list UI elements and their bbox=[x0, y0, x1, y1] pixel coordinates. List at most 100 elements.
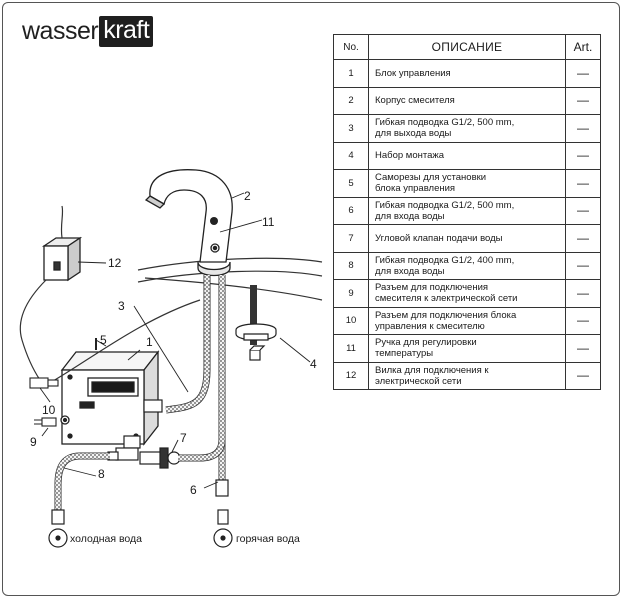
hot-water-label: горячая вода bbox=[236, 533, 300, 545]
control-unit bbox=[60, 350, 160, 446]
row-art: — bbox=[565, 361, 601, 390]
callout-12: 12 bbox=[108, 256, 122, 270]
description-line: электрической сети bbox=[375, 375, 462, 387]
row-description: Гибкая подводка G1/2, 400 mm,для входа в… bbox=[368, 251, 566, 280]
callout-1: 1 bbox=[146, 335, 153, 349]
description-line: Блок управления bbox=[375, 67, 451, 79]
row-description: Гибкая подводка G1/2, 500 mm,для входа в… bbox=[368, 196, 566, 225]
description-line: Саморезы для установки bbox=[375, 172, 487, 184]
parts-table: No. ОПИСАНИЕ Art. 1 Блок управления — 2 Корп… bbox=[333, 34, 601, 390]
angle-valve bbox=[139, 447, 181, 469]
description-line: управления к смесителю bbox=[375, 320, 485, 332]
connector-9 bbox=[34, 417, 57, 427]
description-line: Вилка для подключения к bbox=[375, 364, 489, 376]
parts-table-header: No. ОПИСАНИЕ Art. bbox=[333, 34, 601, 60]
row-art: — bbox=[565, 86, 601, 115]
row-description: Угловой клапан подачи воды bbox=[368, 224, 566, 253]
row-art: — bbox=[565, 169, 601, 198]
header-no: No. bbox=[333, 34, 369, 60]
row-number: 10 bbox=[333, 306, 369, 335]
row-art: — bbox=[565, 334, 601, 363]
description-line: смесителя к электрической сети bbox=[375, 293, 518, 305]
row-number: 6 bbox=[333, 196, 369, 225]
table-row: 1 Блок управления — bbox=[333, 59, 601, 88]
power-plug-adapter bbox=[41, 236, 83, 282]
faucet-body bbox=[144, 169, 233, 277]
description-line: Разъем для подключения блока bbox=[375, 309, 517, 321]
row-art: — bbox=[565, 224, 601, 253]
plug-cable bbox=[19, 279, 47, 381]
row-number: 1 bbox=[333, 59, 369, 88]
faucet-cable bbox=[47, 299, 201, 385]
description-line: Гибкая подводка G1/2, 500 mm, bbox=[375, 117, 515, 129]
row-art: — bbox=[565, 59, 601, 88]
leader-lines bbox=[39, 192, 311, 489]
description-line: Ручка для регулировки bbox=[375, 337, 477, 349]
description-line: Гибкая подводка G1/2, 500 mm, bbox=[375, 199, 515, 211]
row-art: — bbox=[565, 141, 601, 170]
row-art: — bbox=[565, 114, 601, 143]
callout-2: 2 bbox=[244, 189, 251, 203]
brand-word-1: wasser bbox=[22, 16, 99, 45]
hot-water-valve bbox=[213, 479, 233, 548]
sensor-icon bbox=[210, 217, 218, 225]
power-cable bbox=[60, 205, 64, 239]
row-description: Гибкая подводка G1/2, 500 mm,для выхода … bbox=[368, 114, 566, 143]
row-number: 3 bbox=[333, 114, 369, 143]
description-line: для входа воды bbox=[375, 210, 445, 222]
cold-water-valve bbox=[48, 509, 68, 548]
description-line: Корпус смесителя bbox=[375, 95, 455, 107]
header-art: Art. bbox=[565, 34, 601, 60]
description-line: блока управления bbox=[375, 183, 456, 195]
callout-3: 3 bbox=[118, 299, 125, 313]
cold-inlet-hose bbox=[55, 453, 110, 510]
callout-8: 8 bbox=[98, 467, 105, 481]
row-description: Блок управления bbox=[368, 59, 566, 88]
row-art: — bbox=[565, 251, 601, 280]
cold-water-label: холодная вода bbox=[70, 533, 142, 545]
mounting-bracket bbox=[235, 323, 277, 361]
description-line: температуры bbox=[375, 348, 434, 360]
header-description: ОПИСАНИЕ bbox=[368, 34, 566, 60]
row-art: — bbox=[565, 306, 601, 335]
row-number: 7 bbox=[333, 224, 369, 253]
callout-6: 6 bbox=[190, 483, 197, 497]
row-number: 2 bbox=[333, 86, 369, 115]
description-line: Набор монтажа bbox=[375, 150, 445, 162]
row-art: — bbox=[565, 196, 601, 225]
table-row: 2 Корпус смесителя — bbox=[333, 86, 601, 115]
mounting-stud bbox=[250, 285, 257, 345]
callout-10: 10 bbox=[42, 403, 56, 417]
description-line: для выхода воды bbox=[375, 128, 452, 140]
callout-9: 9 bbox=[30, 435, 37, 449]
row-number: 8 bbox=[333, 251, 369, 280]
callout-4: 4 bbox=[310, 357, 317, 371]
brand-word-2: kraft bbox=[99, 15, 154, 47]
description-line: Разъем для подключения bbox=[375, 282, 489, 294]
outlet-hose bbox=[165, 275, 210, 413]
row-number: 12 bbox=[333, 361, 369, 390]
table-row: 7 Угловой клапан подачи воды — bbox=[333, 224, 601, 253]
row-description: Набор монтажа bbox=[368, 141, 566, 170]
row-number: 11 bbox=[333, 334, 369, 363]
description-line: для входа воды bbox=[375, 265, 445, 277]
row-number: 5 bbox=[333, 169, 369, 198]
callout-11: 11 bbox=[262, 215, 275, 229]
description-line: Угловой клапан подачи воды bbox=[375, 232, 503, 244]
